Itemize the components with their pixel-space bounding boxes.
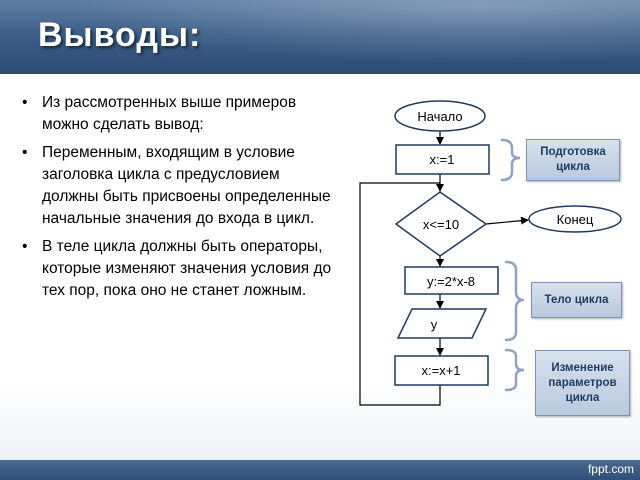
bullet-text: В теле цикла должны быть операторы, кото… [42,238,332,299]
arrow-condition-to-end [485,216,529,225]
footer-brand: fppt.com [587,462,634,476]
slide-title: Выводы: [38,16,202,54]
bullet-item-1: • Из рассмотренных выше примеров можно с… [22,92,332,136]
body-assign-process [404,266,499,295]
bullet-item-2: • Переменным, входящим в условие заголов… [22,142,332,230]
end-label: Конец [557,212,594,227]
slide-body [0,74,640,460]
flow-connectors [359,131,529,406]
bullet-text: Из рассмотренных выше примеров можно сде… [42,94,297,133]
loop-back-line [359,182,441,406]
brace-change [504,348,525,392]
title-bar-shine [0,0,640,74]
note-loop-body: Тело цикла [531,282,622,318]
bullet-text: Переменным, входящим в условие заголовка… [42,144,331,227]
end-terminal [528,205,622,233]
brace-prep [500,138,521,182]
brace-body [504,260,525,342]
increment-process [394,355,489,386]
note-prep-cycle: Подготовка цикла [526,139,620,181]
condition-decision [394,191,488,257]
bullet-item-3: • В теле цикла должны быть операторы, ко… [22,236,332,302]
output-label: y [431,317,438,332]
increment-label: x:=x+1 [421,363,460,378]
note-param-change: Изменение параметров цикла [535,350,630,416]
title-bar: Выводы: [0,0,640,74]
bullet-marker: • [22,94,28,111]
init-label: x:=1 [430,152,455,167]
footer-bar: fppt.com [0,460,640,480]
output-io [396,308,488,339]
body-assign-label: y:=2*x-8 [427,274,475,289]
start-label: Начало [417,109,462,124]
condition-label: x<=10 [423,217,459,232]
bullet-list: • Из рассмотренных выше примеров можно с… [22,92,332,308]
start-terminal [394,100,486,132]
init-process [395,144,490,175]
bullet-marker: • [22,144,28,161]
bullet-marker: • [22,238,28,255]
